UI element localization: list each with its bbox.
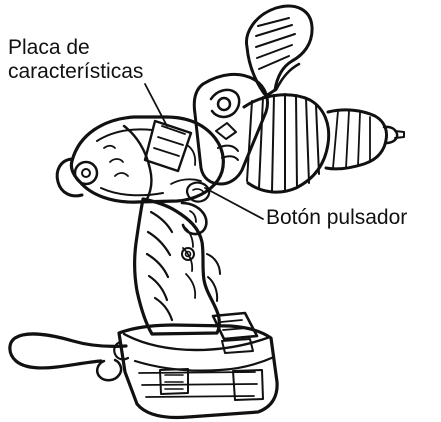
nameplate-callout-line-2: características: [8, 60, 144, 83]
nameplate-callout: Placa de características: [8, 36, 198, 84]
push-button-callout: Botón pulsador: [266, 206, 408, 229]
drill-icon: [8, 4, 405, 420]
nameplate-callout-line-1: Placa de: [8, 36, 90, 59]
